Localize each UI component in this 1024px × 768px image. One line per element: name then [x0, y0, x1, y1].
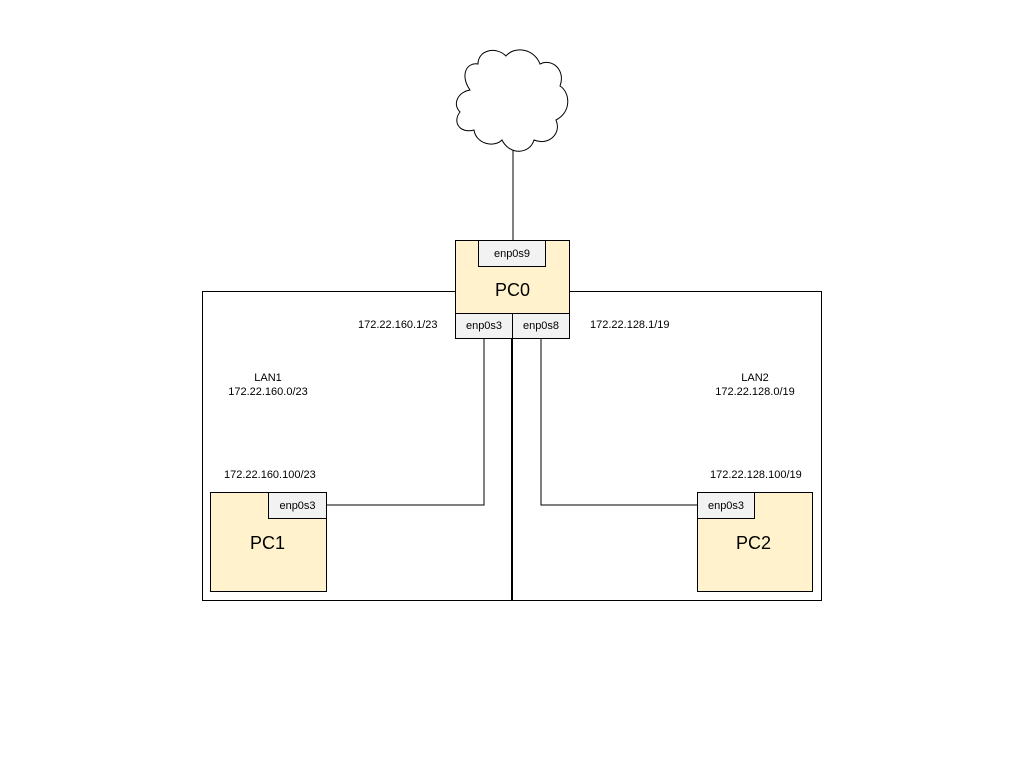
pc0-lan2-ip: 172.22.128.1/19 [590, 319, 670, 331]
pc2-enp0s3-interface: enp0s3 [697, 492, 755, 519]
pc0-enp0s9-interface: enp0s9 [478, 240, 546, 267]
pc2-ip: 172.22.128.100/19 [710, 469, 802, 481]
pc0-enp0s3-interface: enp0s3 [455, 313, 513, 339]
cloud-icon [455, 49, 569, 152]
pc1-enp0s3-interface: enp0s3 [268, 492, 327, 519]
pc0-lan1-ip: 172.22.160.1/23 [358, 319, 438, 331]
pc1-ip: 172.22.160.100/23 [224, 469, 316, 481]
pc1-label: PC1 [250, 533, 286, 553]
pc0-label: PC0 [494, 280, 530, 300]
lan2-network: 172.22.128.0/19 [715, 386, 795, 398]
lan1-network: 172.22.160.0/23 [228, 386, 308, 398]
pc2-label: PC2 [736, 533, 772, 553]
pc0-enp0s8-interface: enp0s8 [512, 313, 570, 339]
lan2-name: LAN2 [741, 372, 769, 384]
lan1-wire [327, 339, 485, 506]
lan2-wire [540, 339, 697, 506]
lan1-name: LAN1 [254, 372, 282, 384]
